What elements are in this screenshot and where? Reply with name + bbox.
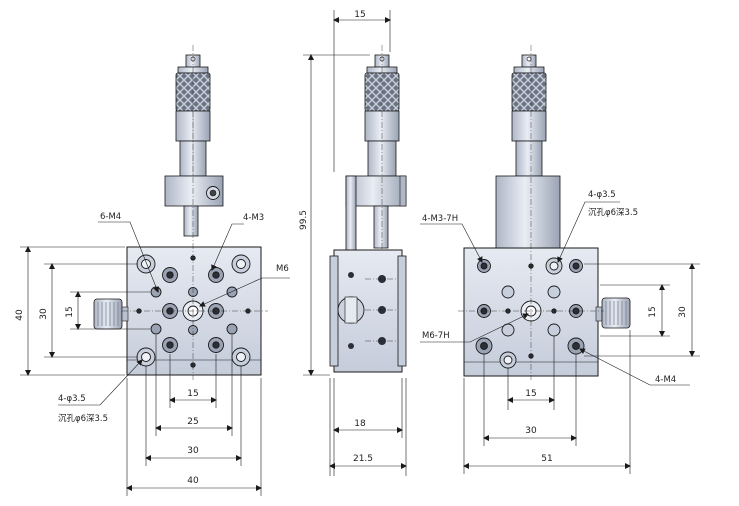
back-callout-4-m3-7h: 4-M3-7H	[422, 214, 458, 224]
back-callout-4-m4: 4-M4	[655, 375, 676, 385]
mounting-bracket	[164, 175, 224, 237]
back-dim-width-15: 15	[525, 389, 536, 399]
side-dim-height-99-5: 99.5	[299, 210, 309, 230]
back-view: 15 30 15 30 51 4-M3-7H 4-φ3.5 沉孔φ6深3.5 M…	[420, 45, 700, 474]
front-dim-width-30: 30	[187, 446, 199, 456]
side-view: 15 99.5 18 21.5	[299, 10, 407, 476]
front-dim-width-15: 15	[187, 389, 198, 399]
front-view: 40 30 15 15 25 30 40 6-M4	[15, 45, 290, 496]
back-micrometer-head	[511, 54, 547, 177]
back-dim-height-30: 30	[678, 306, 688, 318]
front-callout-counterbore-1: 4-φ3.5	[58, 394, 86, 404]
back-callout-m6-7h: M6-7H	[422, 331, 450, 341]
front-dim-height-15: 15	[65, 306, 75, 317]
front-callout-m6: M6	[276, 264, 289, 274]
side-bracket	[345, 175, 407, 255]
back-lock-knob	[595, 297, 631, 329]
side-dim-base-18: 18	[354, 419, 366, 429]
back-bracket	[495, 175, 561, 249]
front-dim-width-25: 25	[187, 417, 198, 427]
front-lock-knob	[93, 298, 129, 330]
front-dim-height-30: 30	[39, 308, 49, 320]
front-callout-counterbore-2: 沉孔φ6深3.5	[58, 414, 108, 424]
side-dim-top-15: 15	[354, 10, 365, 20]
back-callout-through-1: 4-φ3.5	[588, 190, 616, 200]
front-dim-width-40: 40	[187, 476, 199, 486]
front-callout-6-m4: 6-M4	[100, 212, 121, 222]
back-dim-width-30: 30	[525, 426, 537, 436]
front-callout-4-m3: 4-M3	[243, 213, 264, 223]
back-dim-height-15: 15	[648, 306, 658, 317]
side-stage-body	[329, 249, 407, 373]
back-callout-through-2: 沉孔φ6深3.5	[588, 208, 638, 218]
front-dim-height-40: 40	[15, 309, 25, 321]
side-dim-base-21-5: 21.5	[353, 454, 373, 464]
back-dim-width-51: 51	[541, 454, 552, 464]
